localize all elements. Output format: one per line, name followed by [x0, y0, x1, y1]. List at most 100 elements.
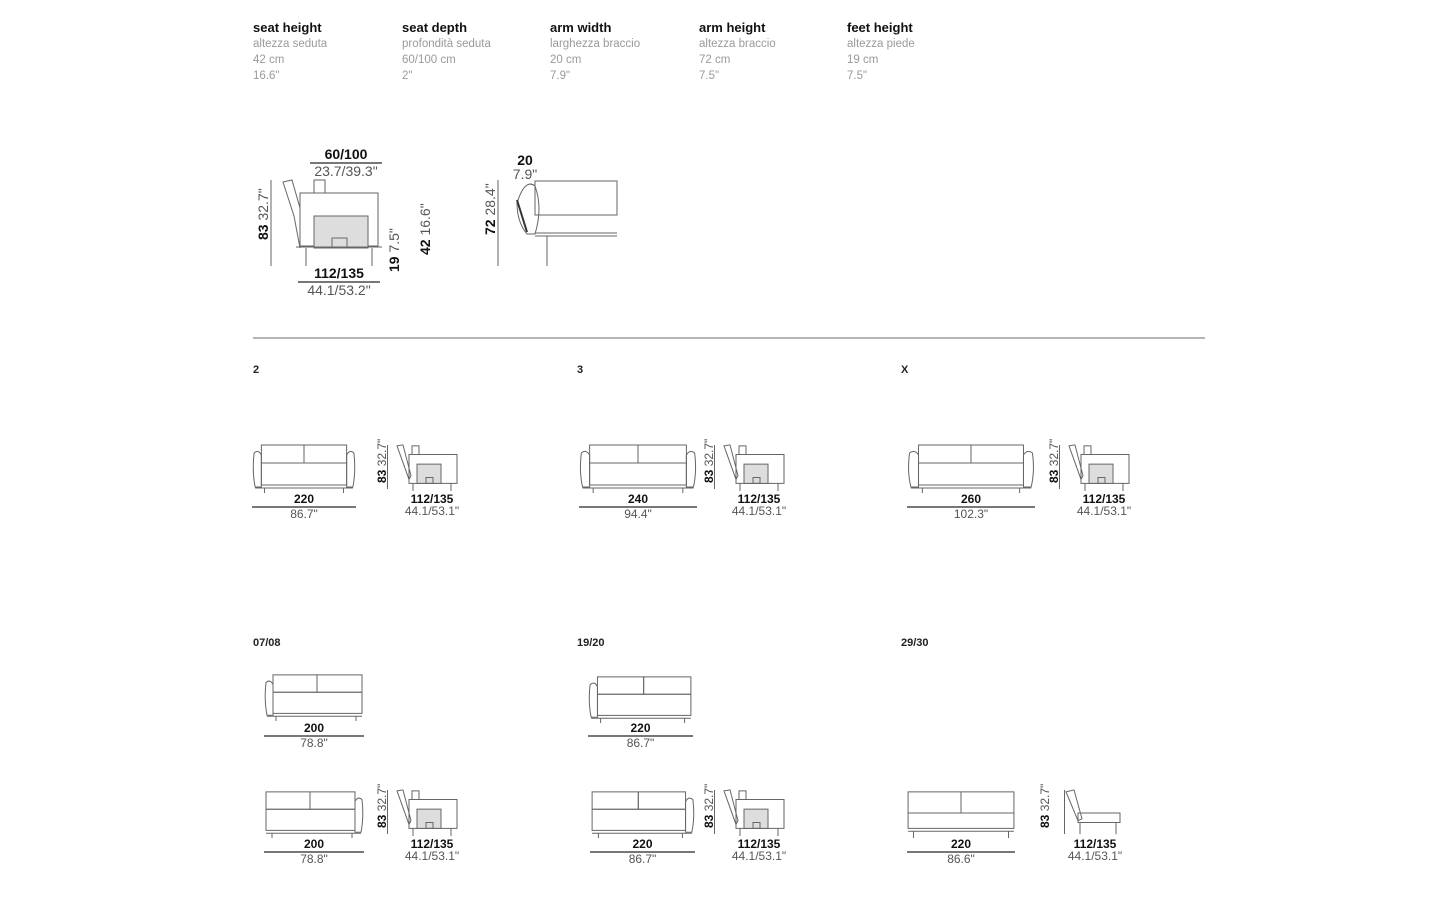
spec-cm: 72 cm	[699, 54, 731, 66]
spec-italian: altezza braccio	[699, 38, 776, 50]
dim-line	[310, 162, 382, 164]
dim-inch: 7.9"	[512, 166, 538, 182]
dim-inch: 32.7"	[702, 438, 716, 467]
height-line	[387, 790, 388, 834]
dim-line	[590, 851, 695, 853]
dim-inch: 44.1/53.1"	[1067, 849, 1123, 863]
height-dimension: 83 32.7"	[375, 783, 389, 828]
dim-cm: 83	[702, 814, 716, 828]
sofa-side-view	[270, 178, 385, 270]
model-label: 07/08	[253, 637, 281, 649]
dim-inch: 44.1/53.1"	[404, 504, 460, 518]
seat-height-dimension: 42 16.6"	[417, 203, 433, 255]
seat-depth-dimension: 60/100 23.7/39.3"	[276, 147, 416, 178]
height-line	[387, 445, 388, 489]
dim-line	[907, 506, 1035, 508]
dim-inch: 23.7/39.3"	[314, 163, 378, 179]
dim-cm: 112/135	[410, 837, 454, 851]
dim-line	[252, 506, 356, 508]
dim-cm: 83	[375, 469, 389, 483]
sofa-front-view	[579, 444, 697, 493]
dim-inch: 32.7"	[1038, 783, 1052, 812]
spec-inch: 7.5"	[847, 70, 868, 82]
height-dimension: 83 32.7"	[1038, 783, 1052, 828]
dim-line	[579, 506, 697, 508]
spec-seat-depth: seat depth profondità seduta 60/100 cm 2…	[402, 20, 542, 84]
height-dimension: 83 32.7"	[255, 188, 271, 240]
dim-line	[907, 851, 1015, 853]
height-dimension: 83 32.7"	[702, 438, 716, 483]
dim-inch: 32.7"	[375, 438, 389, 467]
dim-cm: 83	[255, 224, 271, 240]
dim-inch: 44.1/53.1"	[731, 849, 787, 863]
sofa-side-view	[723, 444, 785, 491]
spec-italian: altezza seduta	[253, 38, 328, 50]
dim-inch: 78.8"	[300, 852, 328, 866]
height-line	[1064, 790, 1065, 834]
spec-arm-height: arm height altezza braccio 72 cm 7.5"	[699, 20, 839, 84]
dim-inch: 32.7"	[375, 783, 389, 812]
dim-cm: 260	[960, 492, 982, 506]
dim-inch: 86.7"	[290, 507, 318, 521]
spec-cm: 60/100 cm	[402, 54, 456, 66]
spec-inch: 7.5"	[699, 70, 720, 82]
arm-width-dimension: 20 7.9"	[455, 153, 595, 181]
height-line	[714, 445, 715, 489]
spec-title: seat depth	[402, 20, 468, 35]
dim-cm: 112/135	[1073, 837, 1117, 851]
dim-cm: 112/135	[737, 492, 781, 506]
dim-inch: 94.4"	[624, 507, 652, 521]
dim-cm: 20	[517, 152, 533, 168]
spec-inch: 16.6"	[253, 70, 280, 82]
dim-cm: 72	[482, 219, 498, 235]
dim-cm: 112/135	[314, 265, 364, 281]
spec-italian: profondità seduta	[402, 38, 491, 50]
sofa-side-view	[723, 789, 785, 836]
height-dimension: 83 32.7"	[375, 438, 389, 483]
dim-inch: 44.1/53.1"	[1076, 504, 1132, 518]
dim-inch: 78.8"	[300, 736, 328, 750]
dim-inch: 86.7"	[628, 852, 657, 866]
spec-cm: 42 cm	[253, 54, 285, 66]
dim-inch: 16.6"	[417, 203, 433, 236]
dim-cm: 240	[627, 492, 649, 506]
dim-inch: 86.7"	[626, 736, 655, 750]
dim-cm: 83	[375, 814, 389, 828]
sofa-side-view	[396, 444, 458, 491]
sofa-side-view	[1068, 444, 1130, 491]
model-label: 19/20	[577, 637, 605, 649]
dim-cm: 220	[630, 721, 651, 735]
height-line	[714, 790, 715, 834]
dim-inch: 7.5"	[386, 228, 402, 253]
spec-title: seat height	[253, 20, 322, 35]
dim-cm: 83	[702, 469, 716, 483]
height-dimension: 83 32.7"	[1047, 439, 1061, 483]
sofa-front-view	[588, 676, 692, 723]
sofa-front-view	[264, 674, 363, 721]
section-divider	[253, 337, 1205, 339]
model-label: 2	[253, 364, 260, 376]
dim-cm: 83	[1047, 469, 1061, 483]
dim-cm: 200	[303, 721, 325, 735]
spec-title: arm height	[699, 20, 766, 35]
spec-italian: altezza piede	[847, 38, 915, 50]
dim-inch: 32.7"	[255, 188, 271, 221]
spec-italian: larghezza braccio	[550, 38, 641, 50]
dim-cm: 220	[950, 837, 972, 851]
sofa-front-view	[907, 791, 1015, 838]
dim-cm: 83	[1038, 814, 1052, 828]
dim-cm: 42	[417, 239, 433, 255]
dim-cm: 112/135	[410, 492, 454, 506]
dim-inch: 44.1/53.1"	[404, 849, 460, 863]
dim-line	[264, 851, 364, 853]
dim-cm: 220	[293, 492, 315, 506]
